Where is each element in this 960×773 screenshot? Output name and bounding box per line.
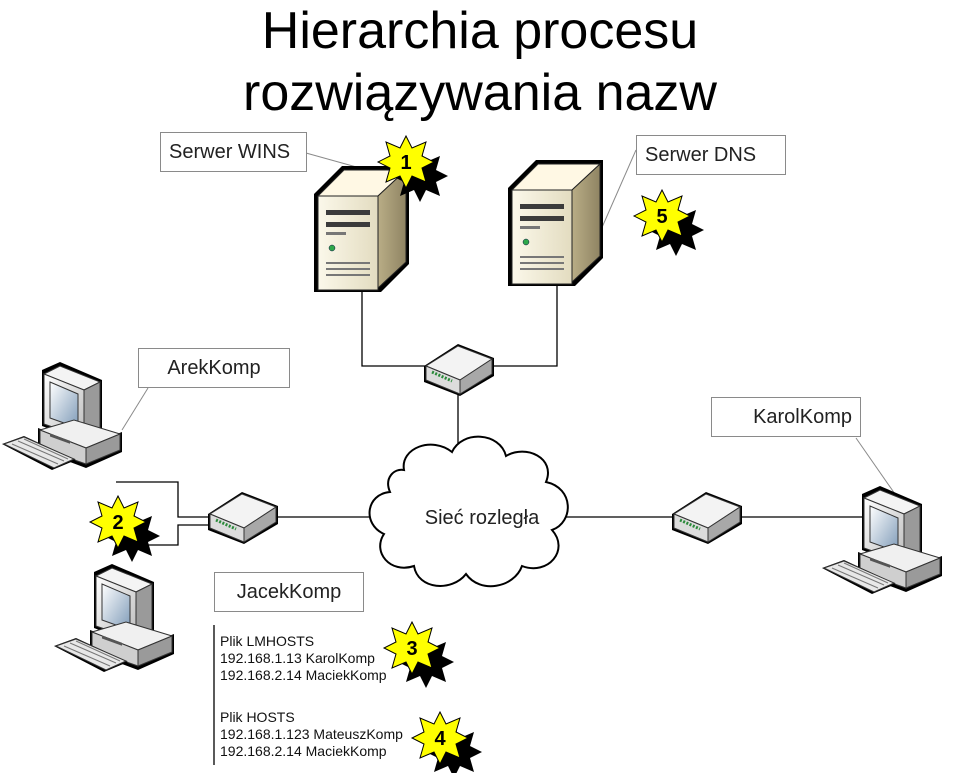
label-leaders <box>121 149 896 495</box>
dns-server-label: Serwer DNS <box>636 135 786 175</box>
lmhosts-line-2: 192.168.2.14 MaciekKomp <box>220 667 387 683</box>
badge-number-5: 5 <box>656 206 667 228</box>
badge-number-1: 1 <box>400 152 411 174</box>
router-icon-right <box>670 490 744 546</box>
badge-icon-1 <box>376 134 448 202</box>
badge-icon-5 <box>632 188 704 256</box>
router-icon-top <box>422 342 496 398</box>
lmhosts-title: Plik LMHOSTS <box>220 633 315 649</box>
wins-server-label: Serwer WINS <box>160 132 307 172</box>
hosts-line-2: 192.168.2.14 MaciekKomp <box>220 743 387 759</box>
badge-number-4: 4 <box>434 728 446 750</box>
hosts-line-1: 192.168.1.123 MateuszKomp <box>220 726 403 742</box>
title-line-1: Hierarchia procesu <box>261 2 699 60</box>
jacekkomp-computer-icon <box>53 563 175 673</box>
badge-number-2: 2 <box>112 512 123 534</box>
arekkomp-label: ArekKomp <box>138 348 290 388</box>
karolkomp-label: KarolKomp <box>711 397 861 437</box>
dns-server-icon <box>507 159 604 287</box>
badge-icon-4 <box>410 710 482 773</box>
badge-icon-3 <box>382 620 454 688</box>
lmhosts-line-1: 192.168.1.13 KarolKomp <box>220 650 375 666</box>
jacekkomp-label: JacekKomp <box>214 572 364 612</box>
cloud-icon <box>368 435 569 588</box>
karolkomp-computer-icon <box>821 485 943 595</box>
wins-server-icon <box>313 165 410 293</box>
badge-number-3: 3 <box>406 638 417 660</box>
hosts-title: Plik HOSTS <box>220 709 295 725</box>
title-line-2: rozwiązywania nazw <box>243 64 717 122</box>
router-icon-left <box>206 490 280 546</box>
arekkomp-computer-icon <box>1 361 123 471</box>
network-label: Sieć rozległa <box>425 507 540 529</box>
badge-icon-2 <box>88 494 160 562</box>
